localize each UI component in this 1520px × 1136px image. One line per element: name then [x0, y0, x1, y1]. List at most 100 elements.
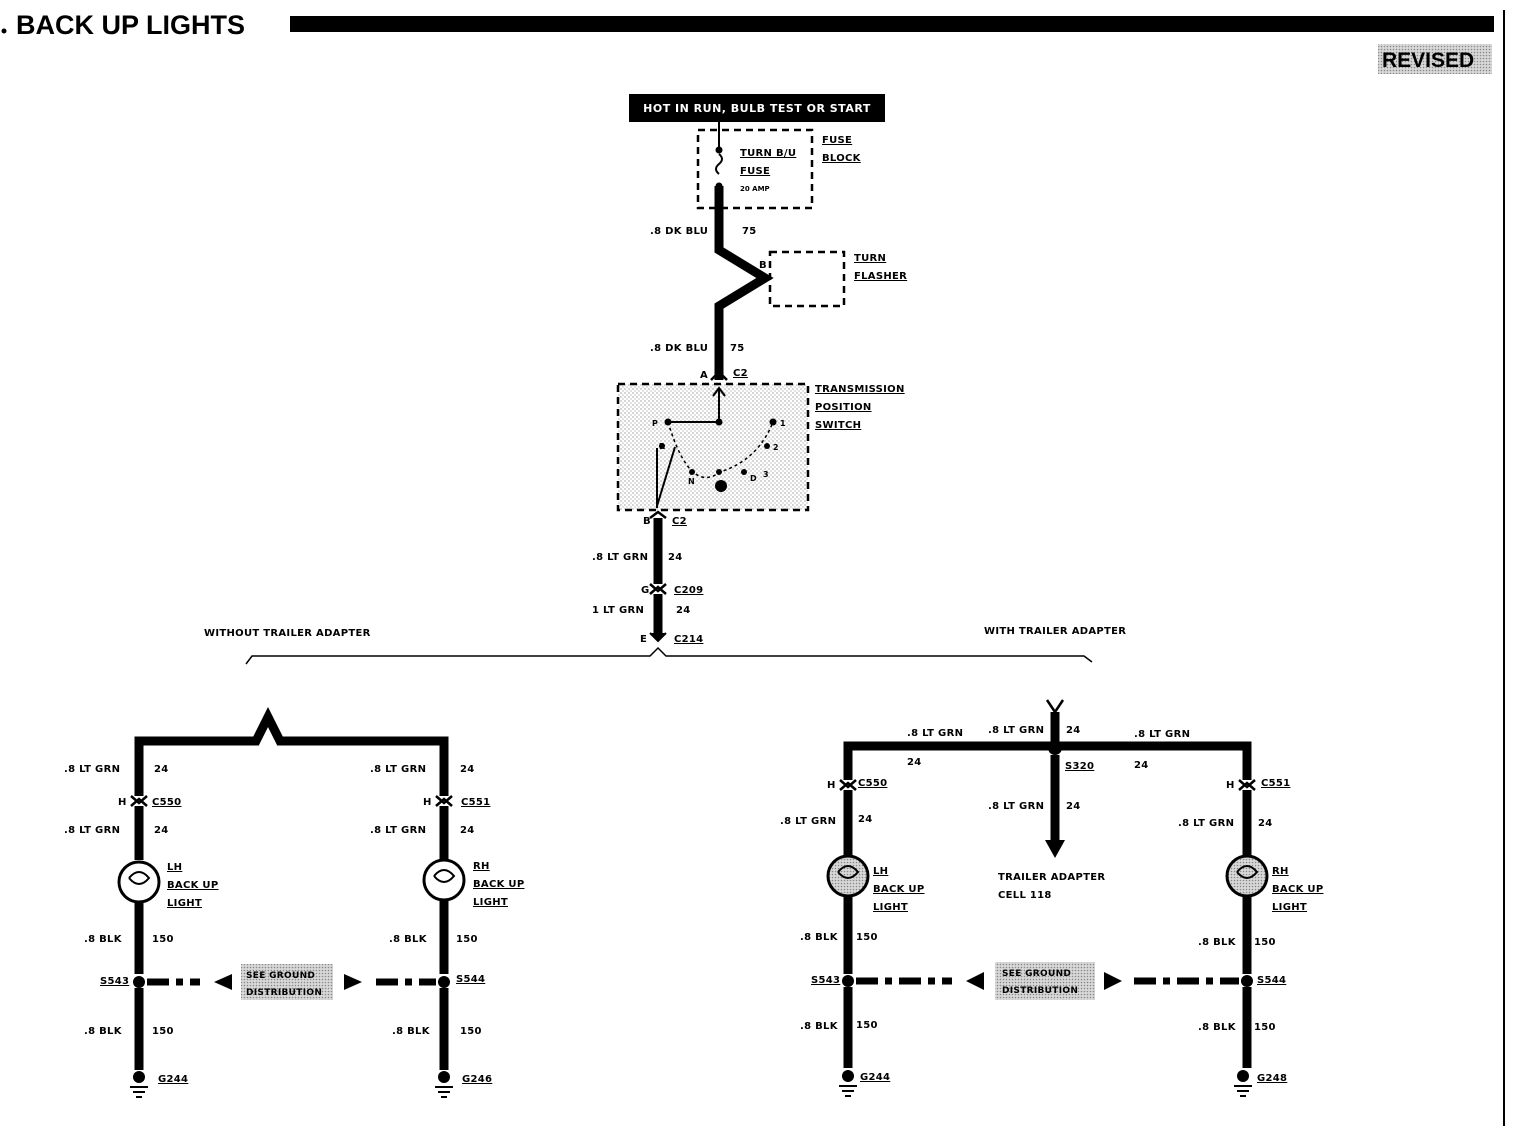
right-c550-pin: H	[827, 780, 836, 791]
arrow-right-icon	[344, 974, 362, 990]
right-top-right-num: 24	[1134, 760, 1149, 771]
title-bar	[290, 16, 1494, 32]
left-lh-wire-top: .8 LT GRN	[64, 764, 120, 775]
arrow-right-icon	[1104, 972, 1122, 990]
fuse-rating: 20 AMP	[740, 185, 770, 193]
right-c551-pin: H	[1226, 780, 1235, 791]
left-c550-symbol	[130, 795, 148, 807]
dk-blu-number-1: 75	[742, 226, 757, 237]
switch-pin-top: A	[700, 370, 708, 381]
arrow-down-icon	[1045, 840, 1065, 858]
right-s543-label: S543	[811, 975, 840, 986]
header: BACK UP LIGHTS REVISED	[1, 10, 1494, 74]
left-rh-light-2: BACK UP	[473, 879, 524, 890]
right-s320-splice	[1048, 741, 1062, 755]
switch-pin-bottom: B	[643, 516, 651, 527]
right-ground-note-2: DISTRIBUTION	[1002, 986, 1078, 996]
right-rh-light-2: BACK UP	[1272, 884, 1323, 895]
left-ground-note-1: SEE GROUND	[246, 971, 315, 981]
right-circuit: .8 LT GRN 24 .8 LT GRN 24 .8 LT GRN 24 S…	[780, 699, 1323, 1097]
pos-N: N	[688, 477, 695, 486]
branch-bracket	[245, 646, 1093, 665]
right-rh-wire-mid-num: 24	[1258, 818, 1273, 829]
right-top-mid-num: 24	[1066, 725, 1081, 736]
fuse-label-2: FUSE	[740, 166, 770, 177]
bullet-icon	[1, 28, 7, 34]
right-top-mid-wire: .8 LT GRN	[988, 725, 1044, 736]
right-lh-blk-num: 150	[856, 932, 878, 943]
right-c550-symbol	[839, 779, 857, 791]
right-feed-arrow-icon	[1045, 699, 1065, 715]
fuse-block-label-2: BLOCK	[822, 153, 862, 164]
pos-D: D	[750, 474, 757, 483]
left-lh-bulb-icon	[117, 860, 161, 904]
right-rh-blk2-num: 150	[1254, 1022, 1276, 1033]
left-lh-blk-num: 150	[152, 934, 174, 945]
c209-pin: G	[641, 585, 650, 596]
switch-conn-bottom: C2	[672, 516, 687, 527]
right-s320-label: S320	[1065, 761, 1094, 772]
c214-label: C214	[674, 634, 703, 645]
left-g244-label: G244	[158, 1074, 188, 1085]
left-s543-label: S543	[100, 976, 129, 987]
fuse-terminal-top	[715, 146, 723, 154]
lt-grn-number-2: 24	[676, 605, 691, 616]
switch-label-1: TRANSMISSION	[815, 384, 905, 395]
revised-stamp-bg	[1378, 44, 1492, 74]
left-lh-wire-mid-num: 24	[154, 825, 169, 836]
right-top-left-num: 24	[907, 757, 922, 768]
left-lh-wire-mid: .8 LT GRN	[64, 825, 120, 836]
right-top-left-wire: .8 LT GRN	[907, 728, 963, 739]
left-rh-wire-mid-num: 24	[460, 825, 475, 836]
left-lt-grn-feed	[134, 706, 449, 796]
left-rh-blk: .8 BLK	[389, 934, 428, 945]
trailer-wire-label: .8 LT GRN	[988, 801, 1044, 812]
dk-blu-label-2: .8 DK BLU	[650, 343, 708, 354]
left-g246-label: G246	[462, 1074, 492, 1085]
right-rh-wire-mid: .8 LT GRN	[1178, 818, 1234, 829]
arrow-left-icon	[966, 972, 984, 990]
right-g244-label: G244	[860, 1072, 890, 1083]
turn-flasher: B TURN FLASHER	[759, 250, 907, 308]
right-rh-blk2: .8 BLK	[1198, 1022, 1237, 1033]
right-c551-symbol	[1238, 779, 1256, 791]
left-c551-pin: H	[423, 797, 432, 808]
flasher-label-1: TURN	[854, 253, 886, 264]
left-rh-wire-top-num: 24	[460, 764, 475, 775]
connector-symbol-c2-bottom	[649, 510, 667, 519]
left-rh-light-1: RH	[473, 861, 490, 872]
right-lh-bulb-icon	[826, 854, 870, 898]
left-ground-note-2: DISTRIBUTION	[246, 988, 322, 998]
left-lh-light-3: LIGHT	[167, 898, 202, 909]
dk-blu-wire	[714, 186, 774, 380]
right-s544-splice	[1241, 975, 1253, 987]
fuse-label-1: TURN B/U	[740, 148, 796, 159]
fuse-block-label-1: FUSE	[822, 135, 852, 146]
right-rh-light-3: LIGHT	[1272, 902, 1307, 913]
dk-blu-number-2: 75	[730, 343, 745, 354]
arrow-up-icon	[712, 386, 726, 397]
left-c550-label: C550	[152, 797, 181, 808]
left-rh-wire-mid: .8 LT GRN	[370, 825, 426, 836]
right-g248-label: G248	[1257, 1073, 1287, 1084]
left-s544-splice	[438, 976, 450, 988]
pos-P: P	[652, 419, 658, 428]
branch-left-label: WITHOUT TRAILER ADAPTER	[204, 628, 371, 639]
right-rh-light-1: RH	[1272, 866, 1289, 877]
left-c551-label: C551	[461, 797, 490, 808]
right-rh-blk: .8 BLK	[1198, 937, 1237, 948]
ground-icon	[839, 1070, 857, 1097]
right-lh-light-2: BACK UP	[873, 884, 924, 895]
right-c550-label: C550	[858, 778, 887, 789]
right-rh-blk-num: 150	[1254, 937, 1276, 948]
connector-symbol-top	[710, 370, 728, 381]
pos-2: 2	[773, 443, 779, 452]
lt-grn-label-2: 1 LT GRN	[592, 605, 644, 616]
left-lh-blk: .8 BLK	[84, 934, 123, 945]
right-lt-grn-bus	[843, 741, 1252, 780]
right-lh-light-1: LH	[873, 866, 888, 877]
switch-conn-top: C2	[733, 368, 748, 379]
switch-label-2: POSITION	[815, 402, 872, 413]
left-lh-blk2: .8 BLK	[84, 1026, 123, 1037]
trailer-adapter-label-2: CELL 118	[998, 890, 1052, 901]
